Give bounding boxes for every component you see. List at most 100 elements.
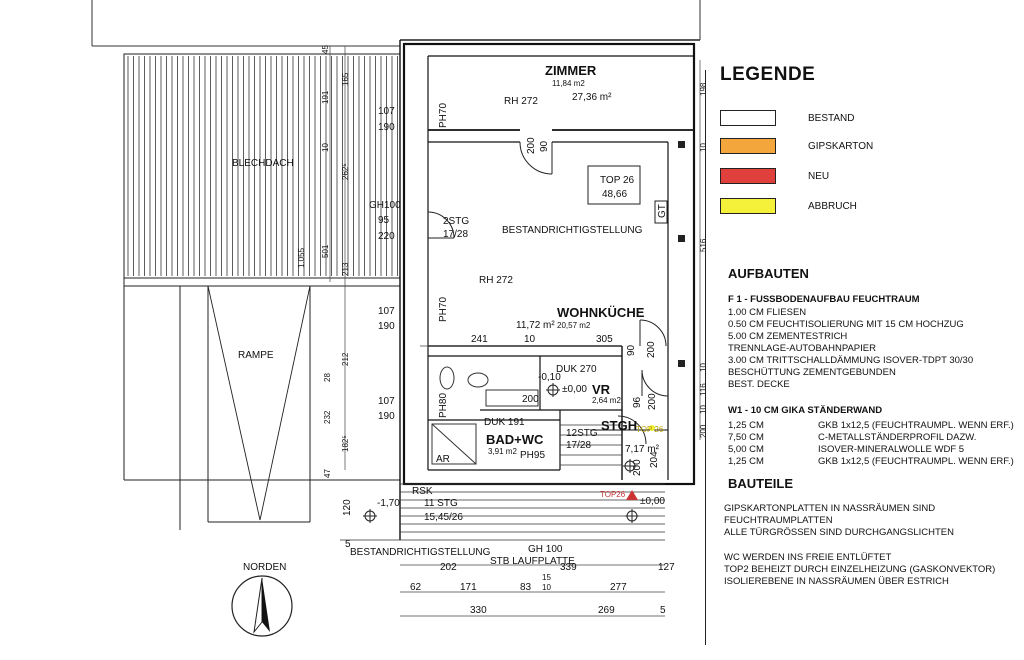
bauteile-title: BAUTEILE: [728, 476, 793, 491]
w1-row-2-material: C-METALLSTÄNDERPROFIL DAZW.: [818, 432, 977, 443]
f1-line-1: 1.00 CM FLIESEN: [728, 307, 807, 318]
zimmer-small-area: 11,84 m2: [552, 79, 585, 88]
zimmer-area: 27,36 m²: [572, 92, 612, 103]
stg2-note: 2STG: [443, 216, 469, 227]
dim-220: 220: [378, 231, 395, 242]
w1-row-2-thickness: 7,50 CM: [728, 432, 764, 443]
dim-5: 5: [660, 605, 666, 616]
dim-v-10: 10: [321, 143, 330, 152]
door-swings: [427, 141, 669, 445]
vr-small-area: 2,64 m2: [592, 396, 621, 405]
level-zero-stgh: ±0,00: [640, 496, 665, 507]
dim-v-213: 213: [341, 262, 350, 276]
dim-v-45: 45: [321, 45, 330, 54]
w1-row-4-material: GKB 1x12,5 (FEUCHTRAUMPL. WENN ERF.): [818, 456, 1014, 467]
dim-v-182: 182⁵: [341, 435, 350, 452]
gh100-note: GH100: [369, 200, 401, 211]
legend-swatch-neu: [720, 168, 776, 184]
ar-note: AR: [436, 454, 450, 465]
dim-v-191: 191: [321, 90, 330, 104]
gt-note: GT: [657, 204, 668, 218]
dim-330: 330: [470, 605, 487, 616]
dim-r-10-b: 10: [699, 363, 708, 372]
level-minus-170: -1,70: [377, 498, 400, 509]
dim-v-232: 232: [323, 410, 332, 424]
wohnkueche-name: WOHNKÜCHE: [557, 305, 645, 320]
blechdach-area: [123, 53, 401, 279]
dim-v-28: 28: [323, 373, 332, 382]
aufbauten-title: AUFBAUTEN: [728, 266, 809, 281]
dim-202: 202: [440, 562, 457, 573]
dim-190-a: 190: [378, 122, 395, 133]
dim-83: 83: [520, 582, 532, 593]
stb-note: STB LAUFPLATTE: [490, 556, 575, 567]
dim-171: 171: [460, 582, 477, 593]
f1-line-7: BEST. DECKE: [728, 379, 790, 390]
dim-107-a: 107: [378, 106, 395, 117]
w1-row-1-material: GKB 1x12,5 (FEUCHTRAUMPL. WENN ERF.): [818, 420, 1014, 431]
dim-200-c: 200: [522, 394, 539, 405]
norden-label: NORDEN: [243, 562, 286, 573]
wohnkueche-area: 11,72 m²: [516, 320, 555, 331]
duk191-note: DUK 191: [484, 417, 525, 428]
bauteile-line-5: WC WERDEN INS FREIE ENTLÜFTET: [724, 552, 892, 563]
stairs: [340, 424, 665, 541]
dim-r-198: 198: [699, 82, 708, 96]
f1-line-3: 5.00 CM ZEMENTESTRICH: [728, 331, 848, 342]
w1-row-4-thickness: 1,25 CM: [728, 456, 764, 467]
legend-label-bestand: BESTAND: [808, 113, 855, 124]
dim-v-212: 212: [341, 352, 350, 366]
north-arrow: [231, 575, 293, 637]
bauteile-line-1: GIPSKARTONPLATTEN IN NASSRÄUMEN SIND: [724, 503, 936, 514]
dim-96: 96: [632, 396, 643, 408]
dim-r-116: 116: [699, 383, 708, 396]
ph70-lower: PH70: [438, 297, 449, 322]
dim-127: 127: [658, 562, 675, 573]
rsk-note: RSK: [412, 486, 433, 497]
w1-row-3-material: ISOVER-MINERALWOLLE WDF 5: [818, 444, 965, 455]
legend-divider: [705, 70, 706, 645]
gh100-bottom-note: GH 100: [528, 544, 563, 555]
legend-label-abbruch: ABBRUCH: [808, 201, 857, 212]
dim-305: 305: [596, 334, 613, 345]
bauteile-line-7: ISOLIEREBENE IN NASSRÄUMEN ÜBER ESTRICH: [724, 576, 949, 587]
bauteile-line-6: TOP2 BEHEIZT DURCH EINZELHEIZUNG (GASKON…: [724, 564, 996, 575]
w1-row-3-thickness: 5,00 CM: [728, 444, 764, 455]
w1-row-1-thickness: 1,25 CM: [728, 420, 764, 431]
dim-204: 204: [649, 451, 660, 468]
dim-107-c: 107: [378, 396, 395, 407]
stgh-top-marker: TOP 26: [636, 425, 664, 434]
f1-line-5: 3.00 CM TRITTSCHALLDÄMMUNG ISOVER-TDPT 3…: [728, 355, 974, 366]
badwc-small-area: 3,91 m2: [488, 447, 517, 456]
dim-90-b: 90: [626, 344, 637, 356]
duk270-note: DUK 270: [556, 364, 597, 375]
dim-269: 269: [598, 605, 615, 616]
dim-r-200: 200: [699, 424, 708, 438]
stgh-name: STGH: [601, 418, 637, 433]
zimmer-rh: RH 272: [504, 96, 538, 107]
legend-label-neu: NEU: [808, 171, 830, 182]
vr-name: VR: [592, 382, 611, 397]
rampe-label: RAMPE: [238, 350, 274, 361]
badwc-ph: PH95: [520, 450, 545, 461]
dim-200-e: 200: [632, 459, 643, 476]
dim-r-10: 10: [699, 143, 708, 152]
dim-10: 10: [524, 334, 536, 345]
f1-line-2: 0.50 CM FEUCHTISOLIERUNG MIT 15 CM HOCHZ…: [728, 319, 964, 330]
f1-line-6: BESCHÜTTUNG ZEMENTGEBUNDEN: [728, 367, 896, 378]
level-minus-010: -0,10: [538, 372, 561, 383]
top26-label: TOP 26: [600, 175, 635, 186]
dim-5-b: 5: [345, 539, 351, 550]
dim-200-b: 200: [646, 341, 657, 358]
wohnkueche-small-area: 20,57 m2: [557, 321, 591, 330]
badwc-name: BAD+WC: [486, 432, 544, 447]
dim-62: 62: [410, 582, 422, 593]
bathroom-fixtures: [431, 366, 539, 465]
dim-190-c: 190: [378, 411, 395, 422]
legend-swatch-gipskarton: [720, 138, 776, 154]
dim-90-a: 90: [539, 140, 550, 152]
f1-title: F 1 - FUSSBODENAUFBAU FEUCHTRAUM: [728, 294, 920, 305]
dim-10-b: 10: [542, 583, 551, 592]
dim-r-516: 516: [699, 238, 708, 252]
